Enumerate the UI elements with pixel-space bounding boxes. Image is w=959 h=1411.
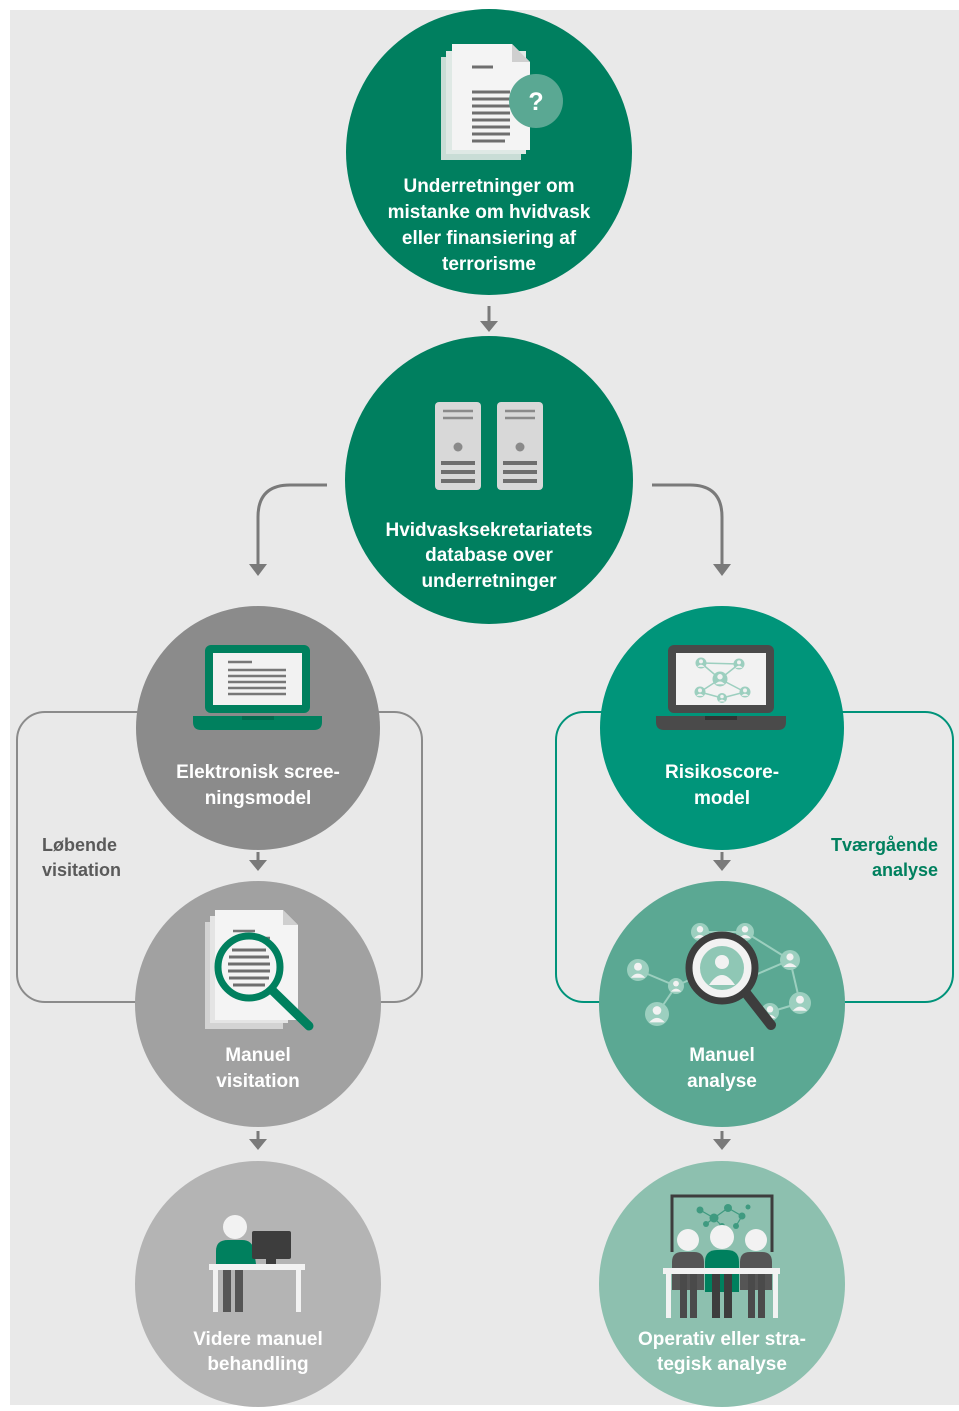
node-label-line: Risikoscore- <box>665 762 779 783</box>
node-label-line: Videre manuel <box>193 1329 323 1350</box>
arrow-analysis-to-operational <box>713 1131 731 1150</box>
node-label-line: Manuel <box>225 1045 290 1066</box>
node-label-line: model <box>694 788 750 809</box>
arrow-screening-to-visitation <box>249 852 267 871</box>
document-question-icon: ? <box>441 44 563 160</box>
node-circle <box>345 336 633 624</box>
arrow-reports-to-database <box>480 306 498 332</box>
node-reports: ? Underretninger om mistanke om hvidvask… <box>346 9 632 295</box>
node-label-line: database over <box>425 545 553 566</box>
cross-analysis-label: Tværgående analyse <box>831 835 938 880</box>
arrow-risk-score-to-analysis <box>713 852 731 871</box>
document-magnifier-icon <box>205 910 314 1031</box>
node-label-line: underretninger <box>421 571 557 592</box>
node-label-line: behandling <box>207 1354 308 1375</box>
node-label-line: Underretninger om <box>403 176 574 197</box>
question-mark: ? <box>528 88 543 116</box>
group-label-line: visitation <box>42 860 121 880</box>
node-database: Hvidvasksekretariatets database over und… <box>345 336 633 624</box>
laptop-document-icon <box>193 645 322 730</box>
node-manual-analysis: Manuel analyse <box>599 881 845 1127</box>
question-badge <box>509 74 563 128</box>
node-label-line: visitation <box>216 1071 299 1092</box>
team-presentation-icon <box>663 1194 780 1318</box>
node-label-line: Elektronisk scree- <box>176 762 340 783</box>
ongoing-visitation-label: Løbende visitation <box>42 835 121 880</box>
node-label-line: Hvidvasksekretariatets <box>385 520 592 541</box>
node-operational-analysis: Operativ eller stra- tegisk analyse <box>599 1161 845 1407</box>
node-label-line: eller finansiering af <box>402 228 577 249</box>
node-circle <box>135 1161 381 1407</box>
group-label-line: Tværgående <box>831 835 938 855</box>
node-label-line: Operativ eller stra- <box>638 1329 806 1350</box>
node-screening-model: Elektronisk scree- ningsmodel <box>136 606 380 850</box>
node-label-line: Manuel <box>689 1045 754 1066</box>
node-label-line: ningsmodel <box>205 788 312 809</box>
arrow-database-to-risk-score <box>652 483 731 576</box>
node-risk-score-model: Risikoscore- model <box>600 606 844 850</box>
node-further-manual-processing: Videre manuel behandling <box>135 1161 381 1407</box>
person-at-desk-icon <box>209 1215 305 1312</box>
server-icon <box>435 402 543 490</box>
node-manual-visitation: Manuel visitation <box>135 881 381 1127</box>
laptop-network-icon <box>656 645 786 730</box>
arrow-visitation-to-processing <box>249 1131 267 1150</box>
network-magnifier-icon <box>627 923 811 1030</box>
arrow-database-to-screening <box>249 483 327 576</box>
node-label-line: mistanke om hvidvask <box>388 202 591 223</box>
group-label-line: analyse <box>872 860 938 880</box>
node-label-line: terrorisme <box>442 254 536 275</box>
node-label-line: tegisk analyse <box>657 1354 787 1375</box>
group-label-line: Løbende <box>42 835 117 855</box>
node-label-line: analyse <box>687 1071 757 1092</box>
